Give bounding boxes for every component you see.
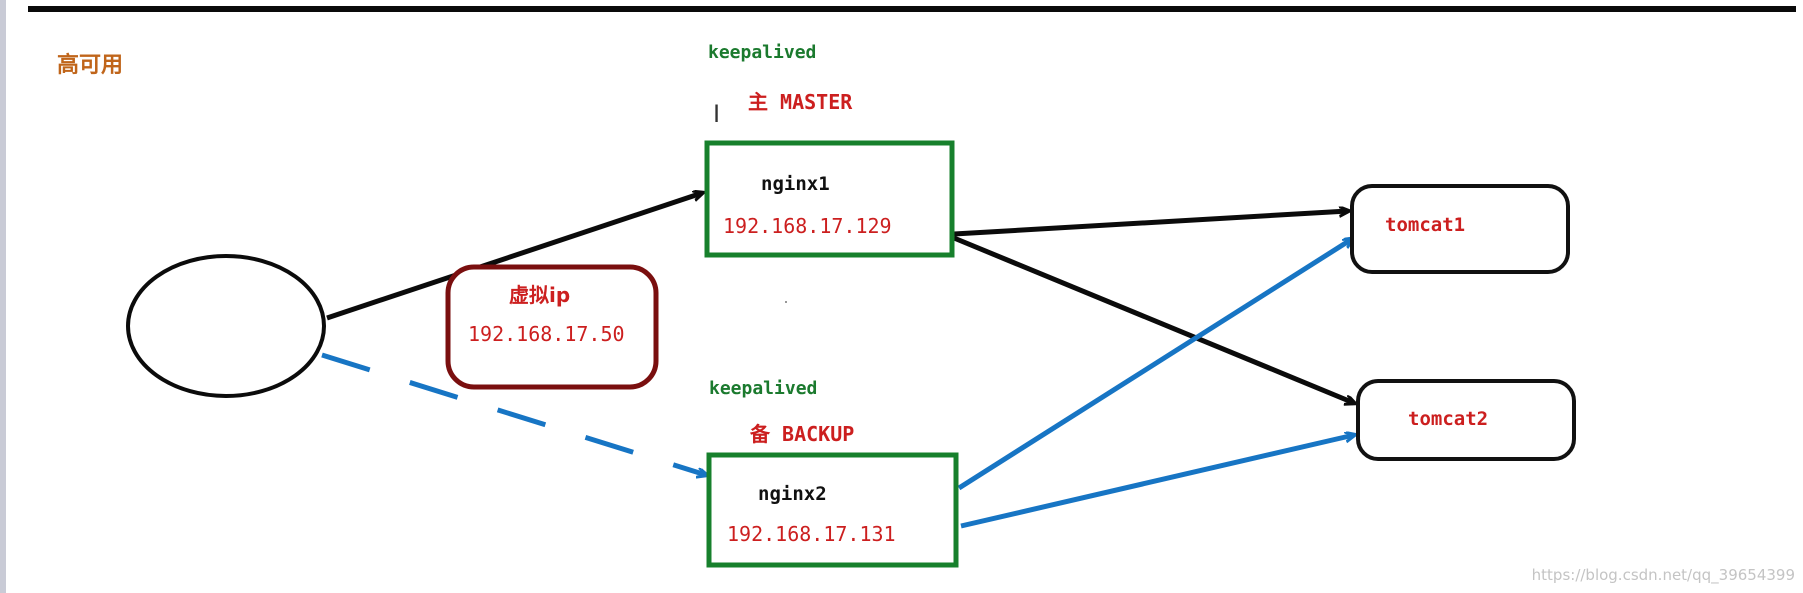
window-edge — [0, 0, 6, 593]
nginx-backup-ip: 192.168.17.131 — [727, 522, 896, 546]
tomcat1-label: tomcat1 — [1385, 214, 1465, 236]
virtual-ip-box — [445, 264, 659, 390]
nginx-master-name: nginx1 — [761, 173, 830, 195]
master-to-tomcat2-link — [953, 235, 1354, 403]
master-to-tomcat1-link — [953, 211, 1348, 237]
backup-role-label: 备 BACKUP — [749, 422, 854, 446]
page-title: 高可用 — [57, 52, 123, 78]
client-to-master-link — [326, 193, 702, 321]
watermark: https://blog.csdn.net/qq_39654399 — [1532, 566, 1795, 585]
virtual-ip-label: 虚拟ip — [509, 283, 570, 307]
top-rule — [28, 6, 1796, 12]
virtual-ip-address: 192.168.17.50 — [468, 322, 625, 346]
backup-to-tomcat2-link — [960, 435, 1354, 529]
tomcat2-box — [1356, 379, 1576, 461]
client-node — [126, 254, 326, 398]
text-cursor-icon: I — [713, 100, 720, 128]
nginx-master-box — [704, 140, 955, 258]
stray-dot — [785, 301, 787, 303]
master-role-label: 主 MASTER — [748, 90, 853, 114]
nginx-backup-name: nginx2 — [758, 483, 827, 505]
client-to-backup-link — [321, 352, 706, 475]
master-software-label: keepalived — [708, 42, 816, 63]
tomcat2-label: tomcat2 — [1408, 408, 1488, 430]
tomcat1-box — [1350, 184, 1570, 274]
nginx-master-ip: 192.168.17.129 — [723, 214, 892, 238]
backup-software-label: keepalived — [709, 378, 817, 399]
nginx-backup-box — [706, 452, 959, 568]
backup-to-tomcat1-link — [957, 239, 1352, 491]
